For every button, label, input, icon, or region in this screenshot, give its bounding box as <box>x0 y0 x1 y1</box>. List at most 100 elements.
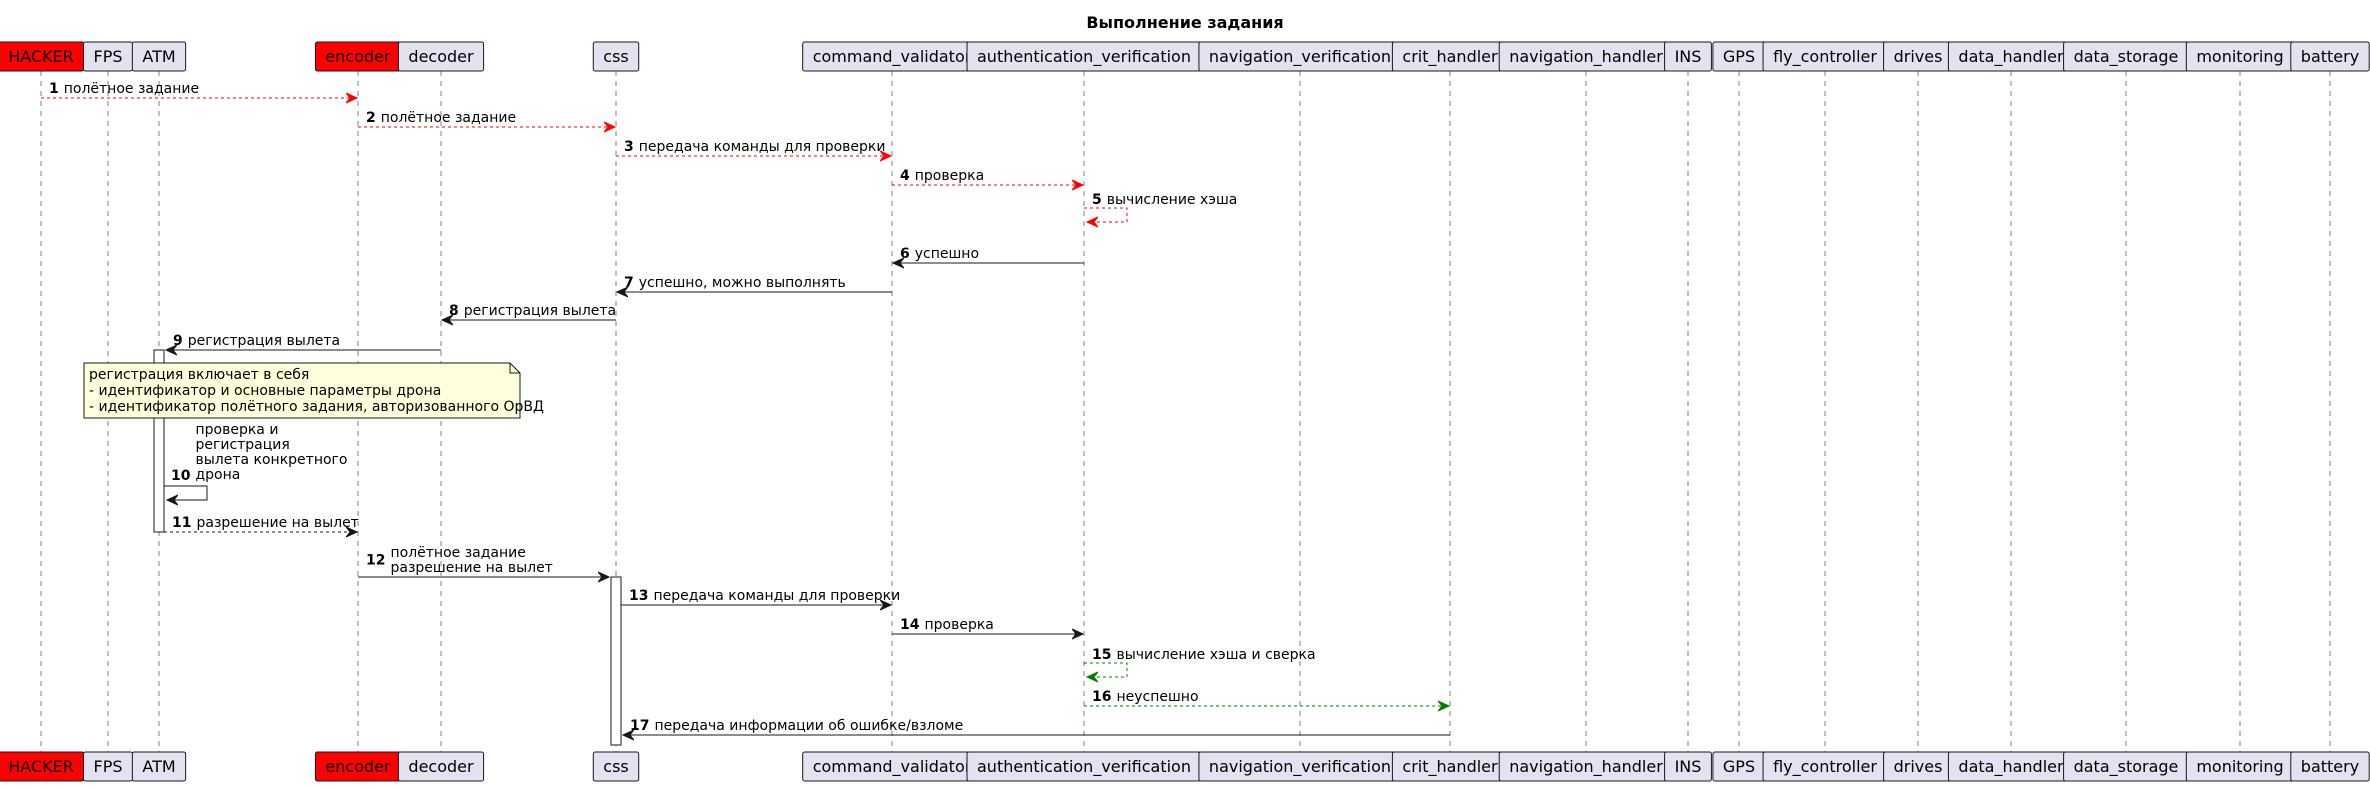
participant-box <box>592 41 640 72</box>
participant-label: crit_handler <box>1402 47 1498 67</box>
participant-label: decoder <box>408 47 474 66</box>
note-box <box>83 362 521 419</box>
participant-box <box>397 751 485 782</box>
message-number: 15 <box>1092 647 1111 663</box>
message-number: 4 <box>900 168 910 184</box>
message-number: 6 <box>900 246 910 262</box>
participant-box <box>131 751 187 782</box>
participant-GPS-bottom: GPS <box>1712 751 1766 782</box>
participant-label: authentication_verification <box>977 757 1191 777</box>
participant-label: drives <box>1894 47 1943 66</box>
message-number: 7 <box>624 275 634 291</box>
participant-command_validator-bottom: command_validator <box>802 751 982 782</box>
participant-css-bottom: css <box>592 751 640 782</box>
note-line: - идентификатор полётного задания, автор… <box>89 399 544 415</box>
participant-data_storage-bottom: data_storage <box>2063 751 2189 782</box>
participant-label: monitoring <box>2196 757 2283 776</box>
note-line: регистрация включает в себя <box>89 367 309 383</box>
participant-box <box>1664 41 1712 72</box>
participant-monitoring-top: monitoring <box>2185 41 2295 72</box>
note-fold <box>509 363 520 374</box>
message-number: 12 <box>366 553 385 569</box>
participant-ATM-top: ATM <box>131 41 187 72</box>
activation-bar-css <box>610 576 622 746</box>
participant-label: navigation_handler <box>1509 47 1663 67</box>
message-label: передача команды для проверки <box>639 139 886 155</box>
participant-label: FPS <box>93 47 122 66</box>
participant-label: fly_controller <box>1773 757 1877 777</box>
message-label: неуспешно <box>1116 689 1198 705</box>
participant-drives-top: drives <box>1883 41 1953 72</box>
participant-label: ATM <box>142 757 175 776</box>
participant-encoder-top: encoder <box>314 41 402 72</box>
participant-label: encoder <box>325 47 391 66</box>
participant-label: navigation_verification <box>1209 47 1391 67</box>
participant-navigation_handler-bottom: navigation_handler <box>1498 751 1674 782</box>
participant-fly_controller-bottom: fly_controller <box>1762 751 1888 782</box>
message-label: передача команды для проверки <box>653 588 900 604</box>
participant-battery-top: battery <box>2290 41 2370 72</box>
message-13: 13 передача команды для проверки <box>621 588 900 605</box>
activation-bar-ATM <box>153 349 165 533</box>
participant-label: command_validator <box>813 47 972 67</box>
participant-encoder-bottom: encoder <box>314 751 402 782</box>
participant-battery-bottom: battery <box>2290 751 2370 782</box>
participant-crit_handler-top: crit_handler <box>1391 41 1509 72</box>
participant-box <box>2290 41 2370 72</box>
participant-data_handler-bottom: data_handler <box>1947 751 2075 782</box>
participant-GPS-top: GPS <box>1712 41 1766 72</box>
message-label: полётное задание <box>390 545 525 561</box>
participant-label: drives <box>1894 757 1943 776</box>
participants-top: HACKER FPS ATM encoder decoder css command_val… <box>0 41 2370 72</box>
participant-label: encoder <box>325 757 391 776</box>
message-arrow <box>1084 207 1128 222</box>
message-label: успешно, можно выполнять <box>639 275 846 291</box>
message-arrow <box>1084 662 1128 677</box>
message-number: 13 <box>629 588 648 604</box>
participant-label: GPS <box>1723 757 1755 776</box>
message-label: успешно <box>915 246 979 262</box>
participant-navigation_verification-bottom: navigation_verification <box>1198 751 1402 782</box>
message-label: регистрация <box>195 437 289 453</box>
participant-navigation_handler-top: navigation_handler <box>1498 41 1674 72</box>
message-label: вычисление хэша <box>1107 192 1238 208</box>
message-label: регистрация вылета <box>464 303 616 319</box>
activation-bars <box>153 349 622 746</box>
participant-label: battery <box>2301 47 2359 66</box>
participant-label: css <box>603 757 628 776</box>
message-number: 1 <box>49 81 59 97</box>
participant-crit_handler-bottom: crit_handler <box>1391 751 1509 782</box>
message-label: передача информации об ошибке/взломе <box>654 718 963 734</box>
participant-monitoring-bottom: monitoring <box>2185 751 2295 782</box>
message-label: разрешение на вылет <box>390 560 552 576</box>
participant-decoder-bottom: decoder <box>397 751 485 782</box>
message-label: полётное задание <box>381 110 516 126</box>
message-label: проверка <box>924 617 993 633</box>
message-number: 3 <box>624 139 634 155</box>
participant-label: monitoring <box>2196 47 2283 66</box>
message-6: 6 успешно <box>893 246 1084 263</box>
participant-label: FPS <box>93 757 122 776</box>
message-4: 4 проверка <box>892 168 1083 185</box>
participant-label: HACKER <box>8 47 74 66</box>
participant-label: data_handler <box>1958 757 2064 777</box>
message-label: проверка и <box>195 422 278 438</box>
participant-authentication_verification-top: authentication_verification <box>966 41 1202 72</box>
message-label: вылета конкретного <box>195 452 347 468</box>
participant-label: INS <box>1675 47 1702 66</box>
participant-css-top: css <box>592 41 640 72</box>
message-number: 10 <box>171 468 191 484</box>
lifelines <box>40 71 2331 752</box>
participant-label: INS <box>1675 757 1702 776</box>
message-label: проверка <box>915 168 984 184</box>
participant-command_validator-top: command_validator <box>802 41 982 72</box>
